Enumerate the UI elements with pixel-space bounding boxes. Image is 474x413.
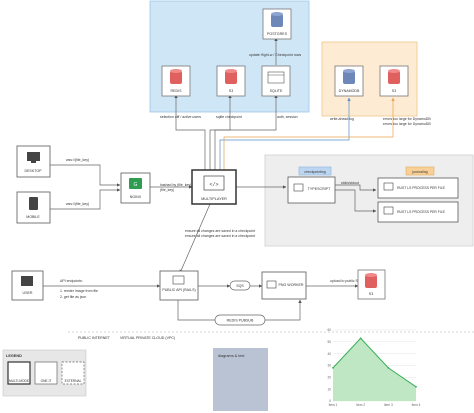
checkpointing-tag: checkpointing	[298, 166, 332, 176]
svg-text:REDIS: REDIS	[171, 89, 183, 93]
svg-text:wss://(file_key): wss://(file_key)	[66, 202, 89, 206]
svg-text:SQLITE: SQLITE	[270, 89, 283, 93]
chart-ytick-label: 50	[327, 340, 331, 344]
svg-text:RUST LS PROCESS PER FILE: RUST LS PROCESS PER FILE	[397, 186, 446, 190]
svg-text:ensure all changes are saved i: ensure all changes are saved in a checkp…	[185, 234, 255, 238]
svg-text:DESKTOP: DESKTOP	[24, 169, 42, 173]
chart-xtick-label: Item 3	[384, 403, 393, 407]
svg-text:journaling: journaling	[411, 170, 427, 174]
svg-text:NGINX: NGINX	[130, 195, 142, 199]
svg-text:TYPESCRIPT: TYPESCRIPT	[308, 187, 331, 191]
svg-text:2. get file as json: 2. get file as json	[60, 295, 86, 299]
png-worker-node[interactable]: PNG WORKER	[261, 271, 307, 300]
svg-text:MOBILE: MOBILE	[26, 215, 40, 219]
chart-point	[332, 366, 334, 369]
edges: update HighLw / Checkpoint rows selectio…	[43, 37, 431, 321]
svg-text:sqlite checkpoint: sqlite checkpoint	[216, 115, 242, 119]
svg-text:upload to public S3: upload to public S3	[330, 279, 360, 283]
journaling-tag: journaling	[405, 166, 435, 176]
svg-text:POSTGRES: POSTGRES	[267, 32, 288, 36]
svg-text:(file_key): (file_key)	[160, 188, 174, 192]
svg-text:S3: S3	[392, 89, 396, 93]
chart-point	[415, 385, 417, 388]
svg-text:auth, session: auth, session	[277, 115, 298, 119]
rails-api-node[interactable]: PUBLIC API (RAILS)	[159, 270, 199, 301]
chart-xtick-label: Item 1	[329, 403, 338, 407]
svg-text:diagrams & text: diagrams & text	[218, 354, 245, 358]
redis-node[interactable]: REDIS	[161, 65, 191, 97]
sqlite-node[interactable]: SQLITE	[261, 65, 291, 97]
chart-series-line	[332, 337, 417, 388]
svg-text:API endpoints:: API endpoints:	[60, 279, 83, 283]
postgres-node[interactable]: POSTGRES	[262, 8, 292, 40]
chart-xtick-label: Item 4	[412, 403, 421, 407]
svg-text:REDIS PUBSUB: REDIS PUBSUB	[227, 319, 254, 323]
vpc-zone-label: VIRTUAL PRIVATE CLOUD (VPC)	[120, 336, 175, 340]
chart-point	[359, 337, 362, 340]
svg-text:PNG WORKER: PNG WORKER	[279, 283, 304, 287]
rust-process-node-a[interactable]: RUST LS PROCESS PER FILE	[377, 177, 459, 199]
svg-text:S3: S3	[229, 89, 233, 93]
svg-text:stdio/stdout: stdio/stdout	[341, 181, 359, 185]
svg-text:errors too large for DynamoDB: errors too large for DynamoDB	[383, 122, 431, 126]
legend: LEGEND MULTI-MODE ONE-IT EXTERNAL	[2, 349, 87, 397]
svg-text:checkpointing: checkpointing	[304, 170, 325, 174]
svg-text:update HighLw / Checkpoint row: update HighLw / Checkpoint rows	[249, 53, 301, 57]
svg-text:MULTI-MODE: MULTI-MODE	[9, 379, 29, 383]
chart-ytick-label: 20	[327, 376, 331, 380]
chart-ytick-label: 30	[327, 364, 331, 368]
svg-text:hashed by (file_key): hashed by (file_key)	[160, 183, 191, 187]
mobile-client[interactable]: MOBILE	[16, 191, 51, 224]
svg-text:ensure all changes are saved i: ensure all changes are saved in a checkp…	[185, 229, 255, 233]
svg-text:ONE-IT: ONE-IT	[41, 379, 52, 383]
svg-text:1. render image from file: 1. render image from file	[60, 289, 98, 293]
nginx-node[interactable]: G NGINX	[120, 172, 151, 204]
svg-text:S3: S3	[369, 292, 373, 296]
svg-text:DYNAMODB: DYNAMODB	[339, 89, 360, 93]
chart-ytick-label: 60	[327, 328, 331, 332]
svg-text:</>: </>	[209, 182, 218, 188]
dynamodb-node[interactable]: DYNAMODB	[334, 65, 364, 97]
s3-node-public[interactable]: S3	[357, 269, 386, 300]
typescript-node[interactable]: TYPESCRIPT	[287, 176, 336, 204]
s3-node-journal[interactable]: S3	[379, 65, 409, 97]
sqs-queue[interactable]: SQS	[229, 280, 251, 291]
rust-process-node-b[interactable]: RUST LS PROCESS PER FILE	[377, 201, 459, 223]
multiplayer-node[interactable]: </> MULTIPLAYER	[191, 169, 237, 205]
chart-ytick-label: 40	[327, 352, 331, 356]
svg-text:EXTERNAL: EXTERNAL	[65, 379, 82, 383]
svg-text:selection diff / active users: selection diff / active users	[160, 115, 201, 119]
svg-text:MULTIPLAYER: MULTIPLAYER	[201, 197, 227, 201]
chart-ytick-label: 10	[327, 387, 331, 391]
svg-text:errors too large for DynamoDB: errors too large for DynamoDB	[383, 117, 431, 121]
chart-ytick-label: 0	[329, 399, 331, 403]
redis-pubsub-queue[interactable]: REDIS PUBSUB	[214, 314, 266, 326]
svg-text:USER: USER	[23, 291, 33, 295]
svg-text:SQS: SQS	[236, 284, 244, 288]
svg-text:write-ahead log: write-ahead log	[330, 117, 354, 121]
chart-xtick-label: Item 2	[356, 403, 365, 407]
s3-node-top[interactable]: S3	[216, 65, 246, 97]
desktop-client[interactable]: DESKTOP	[16, 145, 51, 178]
chart-point	[387, 366, 390, 369]
chart-area	[333, 338, 416, 401]
svg-text:RUST LS PROCESS PER FILE: RUST LS PROCESS PER FILE	[397, 210, 446, 214]
svg-text:PUBLIC API (RAILS): PUBLIC API (RAILS)	[162, 288, 195, 292]
internet-zone-label: PUBLIC INTERNET	[78, 336, 111, 340]
svg-text:G: G	[134, 182, 138, 188]
svg-text:LEGEND: LEGEND	[6, 354, 22, 358]
sticky-note[interactable]: diagrams & text	[213, 348, 268, 411]
user-node[interactable]: USER	[11, 270, 44, 301]
svg-text:wss://(file_key): wss://(file_key)	[66, 158, 89, 162]
